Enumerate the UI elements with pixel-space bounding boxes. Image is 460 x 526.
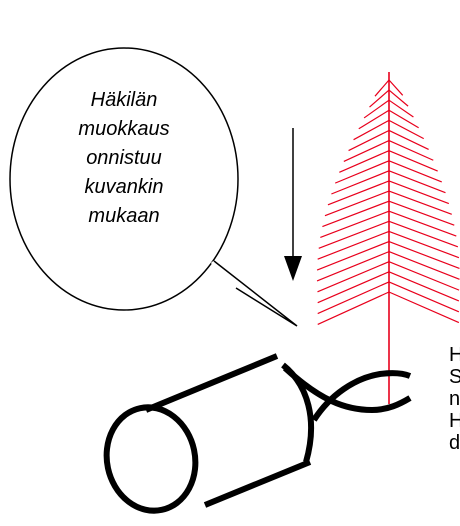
- feather-barb: [389, 130, 429, 149]
- bubble-line: onnistuu: [44, 144, 204, 173]
- feather-barb: [370, 90, 389, 107]
- down-arrow-icon: [284, 128, 302, 281]
- feather-barb: [389, 181, 449, 204]
- feather-barb: [320, 211, 389, 237]
- feather-barb: [389, 110, 419, 127]
- side-text-line: n: [449, 388, 460, 410]
- feather-barb: [375, 80, 389, 96]
- feather-barb: [389, 90, 408, 106]
- side-text-line: d: [449, 432, 460, 454]
- side-text-line: S: [449, 366, 460, 388]
- bubble-line: Häkilän: [44, 86, 204, 115]
- bubble-line: muokkaus: [44, 115, 204, 144]
- feather-barb: [389, 201, 454, 225]
- feather-barb: [389, 171, 445, 193]
- bubble-line: kuvankin: [44, 173, 204, 202]
- feather-barb: [364, 100, 389, 118]
- fly-hook-tube-icon: [97, 356, 410, 519]
- bubble-line: mukaan: [44, 202, 204, 231]
- feather-hackle-icon: [317, 72, 459, 404]
- feather-barb: [389, 221, 458, 247]
- feather-barb: [389, 120, 424, 138]
- side-text-line: H: [449, 344, 460, 366]
- feather-barb: [389, 211, 456, 236]
- clipped-side-text: H S n H d: [449, 344, 460, 454]
- feather-barb: [335, 161, 389, 183]
- feather-barb: [319, 221, 389, 248]
- feather-barb: [359, 110, 389, 129]
- feather-barb: [389, 151, 438, 171]
- feather-barb: [354, 120, 389, 139]
- feather-barb: [349, 130, 389, 150]
- feather-barb: [389, 231, 459, 257]
- feather-barb: [389, 80, 403, 95]
- feather-barb: [322, 201, 389, 226]
- feather-barb: [389, 100, 413, 117]
- feather-barb: [389, 242, 459, 269]
- feather-barb: [389, 141, 433, 161]
- feather-barb: [389, 191, 452, 214]
- feather-barb: [328, 181, 389, 205]
- feather-barb: [344, 141, 389, 162]
- feather-barb: [331, 171, 389, 194]
- side-text-line: H: [449, 410, 460, 432]
- feather-barb: [325, 191, 389, 216]
- feather-barb: [339, 151, 389, 173]
- speech-bubble-text: Häkilän muokkaus onnistuu kuvankin mukaa…: [44, 86, 204, 231]
- feather-barb: [389, 161, 442, 182]
